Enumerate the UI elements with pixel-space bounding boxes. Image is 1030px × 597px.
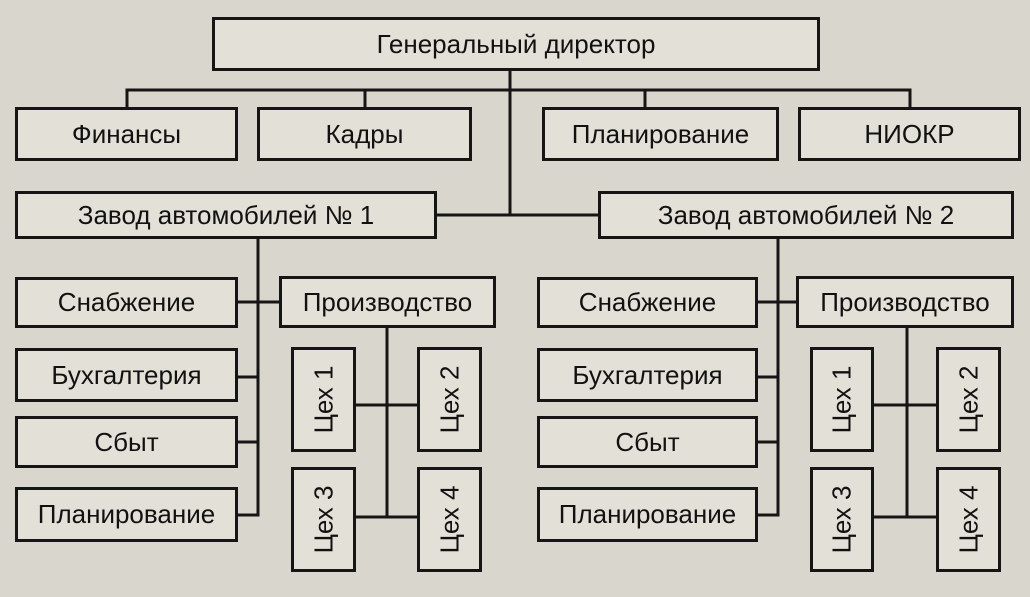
plant-1-production-box: Производство [279, 276, 496, 328]
department-planning-box: Планирование [542, 107, 779, 161]
department-finance-box: Финансы [15, 107, 238, 161]
department-finance-label: Финансы [71, 118, 182, 149]
general-director-box: Генеральный директор [212, 17, 820, 71]
department-hr-label: Кадры [325, 118, 404, 149]
plant-1-sales-box: Сбыт [15, 416, 238, 468]
plant-2-accounting-box: Бухгалтерия [537, 348, 758, 402]
plant-2-production-box: Производство [796, 276, 1014, 328]
plant-2-planning-box: Планирование [537, 487, 758, 542]
plant-1-shop-3-box: Цех 3 [291, 467, 356, 572]
general-director-label: Генеральный директор [376, 28, 656, 59]
plant-1-supply-label: Снабжение [57, 287, 196, 317]
plant-2-shop-2-label: Цех 2 [953, 365, 983, 434]
plant-2-shop-3-label: Цех 3 [826, 485, 857, 554]
department-rnd-label: НИОКР [864, 118, 955, 149]
plant-1-planning-box: Планирование [15, 487, 238, 542]
plant-1-planning-label: Планирование [37, 499, 216, 529]
plant-1-shop-2-box: Цех 2 [417, 347, 482, 452]
plant-2-shop-4-label: Цех 4 [953, 485, 983, 554]
plant-1-shop-2-label: Цех 2 [434, 365, 464, 434]
plant-1-production-label: Производство [302, 286, 473, 317]
department-rnd-box: НИОКР [798, 107, 1021, 161]
plant-2-sales-box: Сбыт [537, 416, 758, 468]
plant-2-shop-4-box: Цех 4 [936, 467, 1001, 572]
plant-2-supply-box: Снабжение [537, 277, 758, 328]
plant-2-shop-2-box: Цех 2 [936, 347, 1001, 452]
plant-2-label: Завод автомобилей № 2 [657, 199, 955, 230]
plant-2-shop-1-box: Цех 1 [810, 347, 874, 452]
plant-1-shop-1-box: Цех 1 [291, 347, 356, 452]
plant-1-shop-1-label: Цех 1 [308, 365, 338, 434]
plant-1-supply-box: Снабжение [15, 277, 238, 328]
plant-1-shop-4-box: Цех 4 [417, 467, 482, 572]
plant-1-label: Завод автомобилей № 1 [77, 199, 375, 230]
plant-2-shop-3-box: Цех 3 [810, 467, 874, 572]
plant-1-box: Завод автомобилей № 1 [15, 191, 437, 239]
plant-2-supply-label: Снабжение [578, 287, 717, 317]
plant-1-sales-label: Сбыт [94, 426, 159, 457]
plant-1-accounting-label: Бухгалтерия [51, 359, 202, 390]
plant-2-shop-1-label: Цех 1 [826, 365, 857, 434]
plant-1-accounting-box: Бухгалтерия [15, 348, 238, 402]
plant-1-shop-3-label: Цех 3 [308, 485, 338, 554]
plant-1-shop-4-label: Цех 4 [434, 485, 464, 554]
plant-2-sales-label: Сбыт [615, 426, 680, 457]
plant-2-production-label: Производство [820, 286, 990, 317]
department-hr-box: Кадры [257, 107, 472, 161]
plant-2-box: Завод автомобилей № 2 [598, 191, 1014, 239]
department-planning-label: Планирование [571, 118, 750, 149]
plant-2-accounting-label: Бухгалтерия [572, 359, 723, 390]
plant-2-planning-label: Планирование [558, 499, 737, 529]
